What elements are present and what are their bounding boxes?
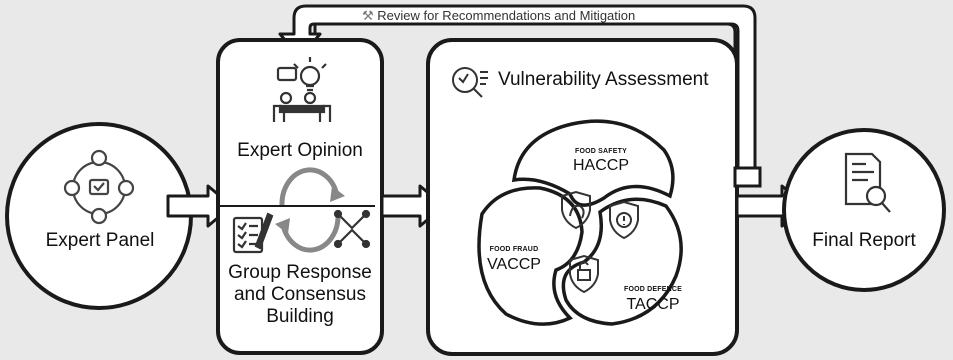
- review-loop-label: ⚒ Review for Recommendations and Mitigat…: [362, 8, 636, 23]
- cycle-arrows-icon: [279, 167, 341, 253]
- vaccp-shield-icon: [561, 190, 591, 230]
- search-analysis-icon: [452, 67, 488, 98]
- expert-opinion-label: Expert Opinion: [237, 140, 363, 161]
- converge-arrows-icon: [333, 209, 371, 249]
- report-search-icon: [844, 152, 891, 213]
- group-response-label: Group Response and Consensus Building: [228, 262, 372, 327]
- haccp-alert-shield-icon: [609, 200, 639, 240]
- cycle-arrowhead-1: [330, 186, 345, 202]
- haccp-small-label: FOOD SAFETY: [575, 148, 627, 155]
- final-report-circle: [782, 128, 946, 292]
- taccp-label: TACCP: [626, 296, 680, 313]
- risk-segments: [477, 119, 683, 326]
- vaccp-segment: [477, 186, 584, 326]
- meeting-idea-icon: [272, 57, 332, 122]
- network-people-icon: [63, 149, 135, 225]
- vaccp-small-label: FOOD FRAUD: [489, 246, 539, 253]
- final-report-label: Final Report: [812, 230, 916, 251]
- cycle-arrowhead-2: [275, 218, 290, 234]
- review-loop-base: [733, 166, 762, 188]
- tools-icon: ⚒: [362, 8, 374, 23]
- checklist-icon: [232, 212, 274, 254]
- vulnerability-title: Vulnerability Assessment: [498, 69, 709, 90]
- vaccp-label: VACCP: [487, 256, 541, 273]
- taccp-lock-shield-icon: [569, 254, 599, 294]
- haccp-label: HACCP: [572, 157, 629, 174]
- expert-panel-label: Expert Panel: [45, 230, 155, 251]
- taccp-small-label: FOOD DEFENCE: [623, 286, 682, 293]
